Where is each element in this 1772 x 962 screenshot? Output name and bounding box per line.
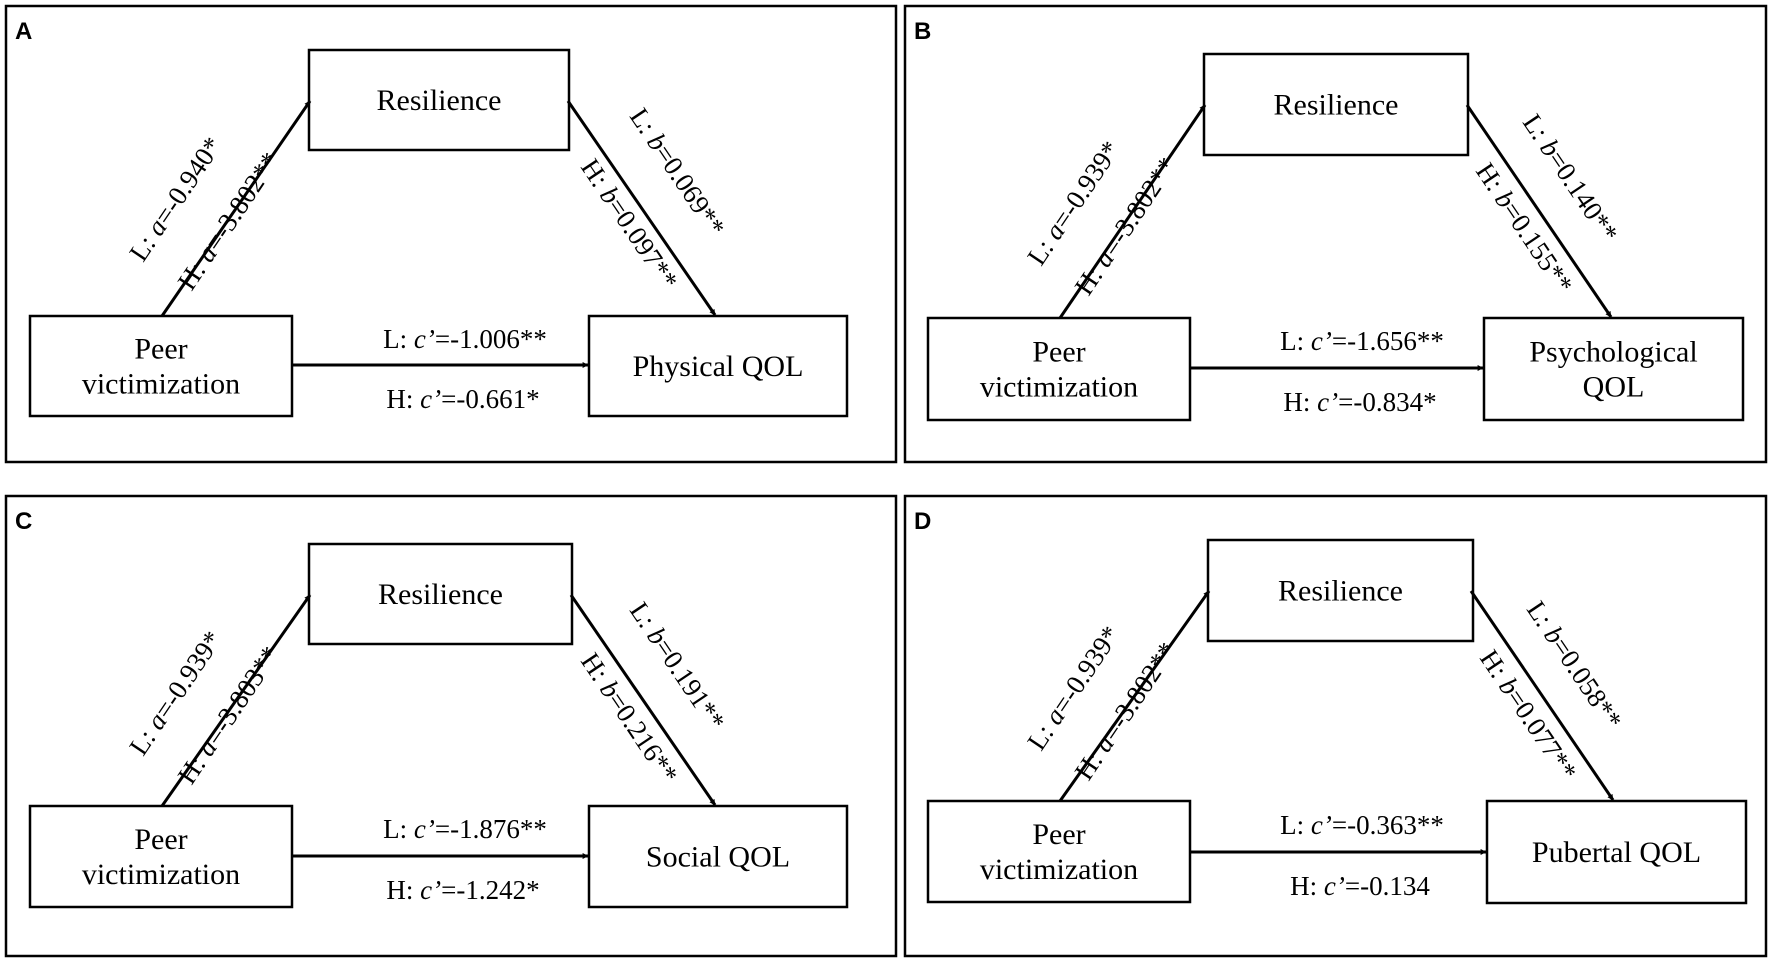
outcome-box <box>1485 799 1748 905</box>
path-a-arrow <box>1058 590 1211 802</box>
outcome-label: Pubertal QOL <box>1532 836 1701 869</box>
path-b-arrow <box>569 594 717 806</box>
path-c-low-label: L: c’=-1.876** <box>383 814 547 844</box>
outcome-label: Social QOL <box>646 841 790 874</box>
panel-letter: C <box>15 508 32 535</box>
outcome-box <box>587 804 849 909</box>
panel-frame <box>4 494 898 958</box>
path-c-high-label: H: c’=-0.834* <box>1283 387 1436 417</box>
predictor-box <box>28 804 294 909</box>
outcome-label: Physical QOL <box>633 350 804 383</box>
path-b-arrow <box>1469 590 1615 801</box>
path-a-arrow <box>1058 104 1207 319</box>
predictor-label: Peer <box>134 823 187 856</box>
predictor-box <box>28 314 294 418</box>
predictor-box <box>926 316 1192 422</box>
path-b-arrow <box>566 100 717 316</box>
path-a-arrow <box>160 594 312 807</box>
predictor-label: Peer <box>1032 818 1085 851</box>
predictor-label: victimization <box>980 853 1138 886</box>
panel-letter: D <box>914 508 931 535</box>
mediator-box <box>307 48 571 152</box>
panel-letter: A <box>15 18 32 45</box>
predictor-label: victimization <box>82 858 240 891</box>
mediator-label: Resilience <box>377 84 502 117</box>
mediator-box <box>1202 52 1470 157</box>
panel-letter: B <box>914 18 931 45</box>
path-c-low-label: L: c’=-0.363** <box>1280 810 1444 840</box>
panel-frame <box>903 494 1768 958</box>
predictor-box <box>926 799 1192 904</box>
panel-frame <box>903 4 1768 464</box>
path-c-low-label: L: c’=-1.006** <box>383 324 547 354</box>
path-c-high-label: H: c’=-0.134 <box>1290 871 1430 901</box>
panel-frame <box>4 4 898 464</box>
path-c-high-label: H: c’=-1.242* <box>386 875 539 905</box>
path-a-arrow <box>160 100 312 317</box>
predictor-label: victimization <box>980 371 1138 404</box>
outcome-label: QOL <box>1583 371 1645 404</box>
path-b-arrow <box>1465 104 1613 318</box>
predictor-label: Peer <box>134 333 187 366</box>
mediator-label: Resilience <box>1274 89 1399 122</box>
mediator-label: Resilience <box>1278 575 1403 608</box>
mediator-label: Resilience <box>378 578 503 611</box>
predictor-label: Peer <box>1032 336 1085 369</box>
path-c-low-label: L: c’=-1.656** <box>1280 326 1444 356</box>
mediator-box <box>307 542 574 646</box>
predictor-label: victimization <box>82 368 240 401</box>
path-c-high-label: H: c’=-0.661* <box>386 384 539 414</box>
outcome-box <box>587 314 849 418</box>
outcome-label: Psychological <box>1529 336 1697 369</box>
outcome-box <box>1482 316 1745 422</box>
